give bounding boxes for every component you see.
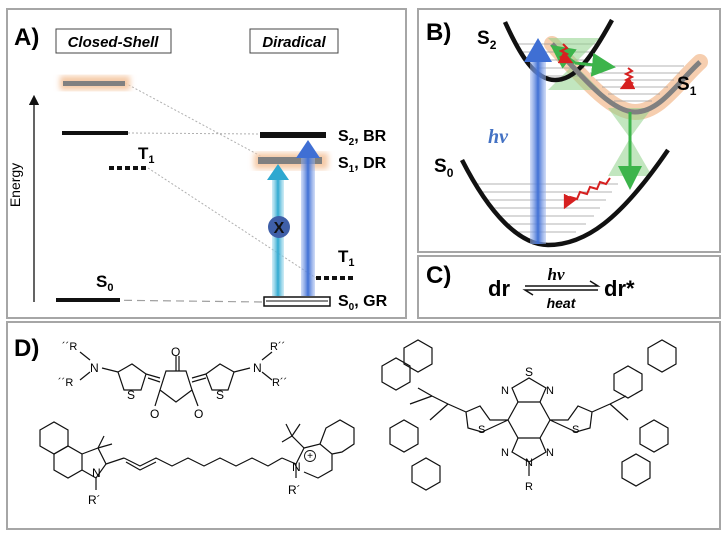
right-s2-label: S2, BR bbox=[338, 128, 387, 148]
blue-arrow-head bbox=[296, 140, 320, 158]
hv-excitation-arrow-head bbox=[524, 38, 552, 62]
ground-state-correlation bbox=[97, 299, 265, 303]
forward-hv: hν bbox=[547, 265, 564, 284]
s2-curve bbox=[502, 18, 614, 83]
thiophene-s-right: S bbox=[216, 388, 224, 402]
croconaine-sub-left-bottom: ´´R bbox=[58, 377, 73, 389]
reverse-heat: heat bbox=[547, 295, 577, 311]
product-dr-star: dr* bbox=[604, 276, 635, 301]
btd-n-lower-right: N bbox=[546, 447, 554, 459]
right-s1-level bbox=[258, 157, 322, 164]
cyanine-structure bbox=[39, 419, 355, 490]
diradical-title: Diradical bbox=[262, 34, 326, 51]
panel-b-label: B) bbox=[426, 19, 451, 46]
panel-a-border bbox=[6, 8, 407, 319]
croconaine-n-right: N bbox=[253, 361, 262, 375]
right-s0-label: S0, GR bbox=[338, 293, 388, 313]
closed-shell-box bbox=[55, 28, 172, 54]
right-t1-label: T1 bbox=[338, 247, 355, 269]
left-upper-level bbox=[63, 81, 125, 86]
panel-c-label: C) bbox=[426, 262, 451, 289]
cyanine-n-right: N bbox=[292, 460, 301, 474]
red-wavy-arrow-s2 bbox=[557, 43, 574, 64]
croconaine-n-left: N bbox=[90, 361, 99, 375]
reactant-dr: dr bbox=[488, 276, 510, 301]
s0-curve bbox=[459, 148, 670, 248]
s1-label-b: S1 bbox=[677, 74, 697, 98]
s1-curve bbox=[550, 42, 702, 115]
right-s2-level bbox=[260, 132, 326, 138]
panel-d-border bbox=[6, 321, 721, 530]
btd-n-lower-left: N bbox=[501, 447, 509, 459]
diradical-box bbox=[249, 28, 339, 54]
green-crossing-arrow bbox=[574, 52, 616, 77]
btd-r-substituent: R bbox=[525, 481, 533, 493]
cyanine-charge-circle bbox=[304, 450, 316, 462]
closed-shell-title: Closed-Shell bbox=[68, 34, 160, 51]
cyanine-plus: + bbox=[307, 451, 313, 462]
right-s1-label: S1, DR bbox=[338, 155, 387, 175]
panel-d-label: D) bbox=[14, 335, 39, 362]
reverse-harpoon bbox=[522, 289, 598, 296]
s0-label-b: S0 bbox=[434, 156, 454, 180]
panel-a: A) Closed-Shell Diradical Energy T1 S0 S… bbox=[6, 8, 407, 319]
croconaine-structure bbox=[79, 351, 273, 407]
croconaine-sub-right-top: R´´ bbox=[270, 341, 285, 353]
forward-harpoon bbox=[525, 280, 601, 287]
s2-label-b: S2 bbox=[477, 28, 497, 52]
btd-thiophene-s-right: S bbox=[572, 424, 579, 436]
red-wavy-arrow-s0 bbox=[563, 177, 611, 210]
cyanine-r-left: R´ bbox=[88, 493, 101, 507]
panel-d: D) O O O S S N N bbox=[6, 321, 721, 530]
btd-thiophene-s-left: S bbox=[478, 424, 485, 436]
btd-n-triazole: N bbox=[525, 457, 533, 469]
blue-arrow-shaft bbox=[301, 156, 315, 296]
btd-sulfur: S bbox=[525, 365, 533, 379]
left-s1-level bbox=[62, 131, 128, 135]
panel-c-border bbox=[417, 255, 721, 319]
hv-excitation-arrow-shaft bbox=[530, 60, 546, 244]
croconaine-sub-right-bottom: R´´ bbox=[272, 377, 287, 389]
croconaine-sub-left-top: ´´R bbox=[62, 341, 77, 353]
hv-label-b: hν bbox=[488, 126, 509, 148]
croconaine-oxygen-top: O bbox=[171, 345, 180, 359]
panel-c: C) dr dr* hν heat bbox=[417, 255, 721, 319]
forbidden-mark: X bbox=[274, 220, 285, 237]
btd-n-upper-right: N bbox=[546, 385, 554, 397]
cyan-arrow-head bbox=[267, 164, 289, 180]
forbidden-circle bbox=[268, 216, 290, 238]
correlation-lines bbox=[124, 82, 317, 279]
red-wavy-arrow-s1 bbox=[619, 67, 636, 90]
btd-structure bbox=[381, 339, 677, 491]
energy-axis-label: Energy bbox=[7, 163, 23, 207]
panel-a-label: A) bbox=[14, 24, 39, 51]
left-t1-label: T1 bbox=[138, 144, 155, 166]
left-s0-level bbox=[56, 298, 120, 302]
cyanine-r-right: R´ bbox=[288, 483, 301, 497]
panel-b: B) bbox=[417, 8, 721, 253]
croconaine-oxygen-left: O bbox=[150, 407, 159, 421]
thiophene-s-left: S bbox=[127, 388, 135, 402]
cyanine-n-left: N bbox=[92, 466, 101, 480]
btd-n-upper-left: N bbox=[501, 385, 509, 397]
croconaine-oxygen-right: O bbox=[194, 407, 203, 421]
left-s0-label: S0 bbox=[96, 272, 113, 294]
